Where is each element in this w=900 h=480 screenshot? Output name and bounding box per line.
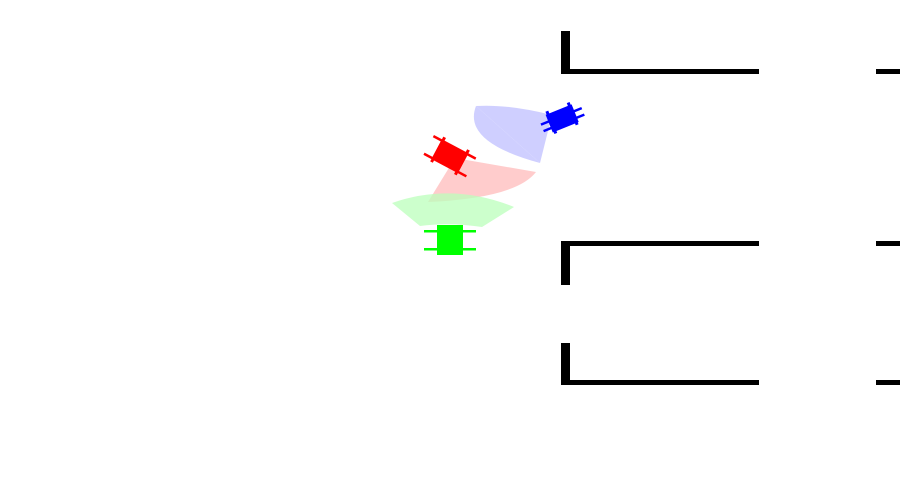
red-agent <box>423 135 477 178</box>
wall-bottom-vertical <box>561 343 570 385</box>
wall-bottom-right-stub <box>876 380 900 385</box>
blue-agent-vision-cone <box>476 105 552 163</box>
wall-middle-horizontal <box>561 241 759 246</box>
walls <box>561 31 900 385</box>
wall-top-vertical <box>561 31 570 74</box>
green-agent-vision-cone <box>392 193 514 227</box>
wall-top-right-stub <box>876 69 900 74</box>
wall-top-horizontal <box>561 69 759 74</box>
wall-middle-vertical <box>561 241 570 285</box>
blue-agent-vision-cone-arc <box>473 106 540 163</box>
wall-middle-right-stub <box>876 241 900 246</box>
green-agent <box>424 225 476 255</box>
agents <box>423 102 585 255</box>
blue-agent <box>540 102 585 134</box>
wall-bottom-horizontal <box>561 380 759 385</box>
